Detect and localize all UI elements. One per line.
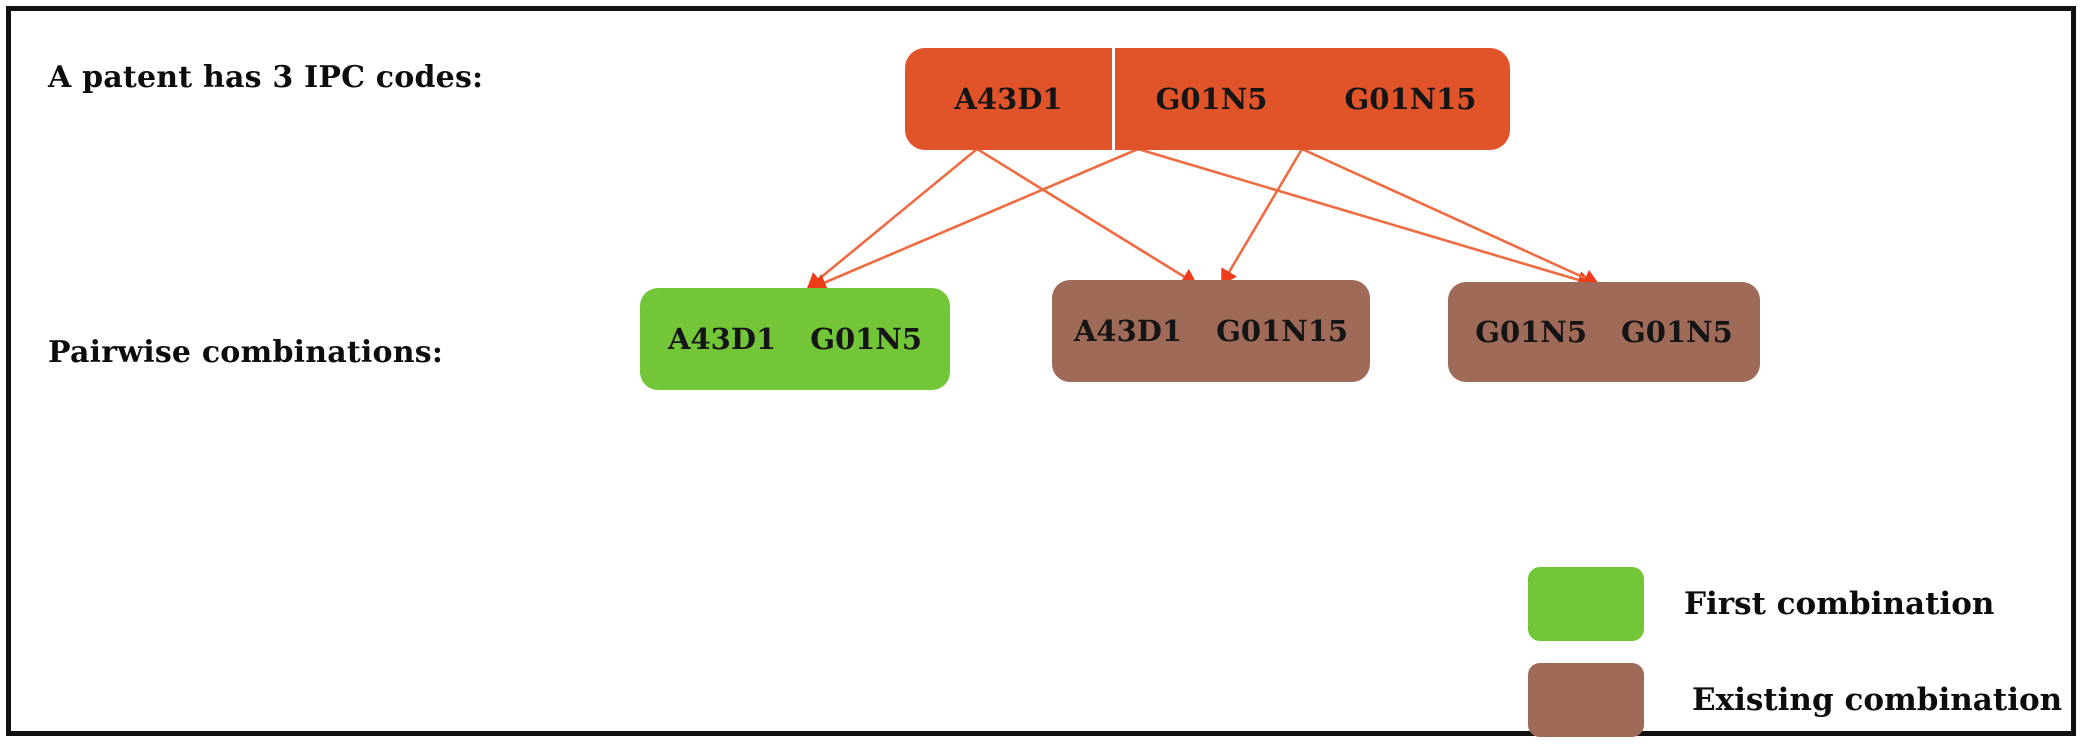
edge-g01n15-to-pair-a43d1-g01n15 [1220, 148, 1304, 286]
legend-item-existing-combination: Existing combination [1528, 652, 2062, 748]
pairwise-box-2-codes: G01N5 G01N5 [1448, 315, 1760, 349]
edge-g01n5-to-pair-g01n5-g01n5 [1137, 147, 1594, 289]
pairwise-box-existing-combination-2[interactable]: G01N5 G01N5 [1448, 282, 1760, 382]
pairwise-1-code-0: A43D1 [1073, 314, 1183, 348]
legend-swatch-first-combination [1528, 567, 1644, 641]
edge-group [806, 147, 1600, 291]
legend-label-existing-combination: Existing combination [1692, 682, 2063, 718]
edge-g01n15-to-pair-g01n5-g01n5 [1301, 147, 1600, 287]
edge-a43d1-to-pair-a43d1-g01n5 [806, 147, 978, 290]
source-box-patent-codes[interactable]: A43D1 G01N5 G01N15 [905, 48, 1510, 150]
source-code-0: A43D1 [954, 82, 1063, 116]
legend-item-first-combination: First combination [1528, 556, 2062, 652]
pairwise-0-code-1: G01N5 [810, 322, 922, 356]
source-segment-first: A43D1 [905, 48, 1112, 150]
caption-patent-ipc-codes: A patent has 3 IPC codes: [48, 60, 484, 95]
pairwise-box-1-codes: A43D1 G01N15 [1052, 314, 1370, 348]
pairwise-2-code-0: G01N5 [1475, 315, 1587, 349]
pairwise-box-first-combination[interactable]: A43D1 G01N5 [640, 288, 950, 390]
edge-a43d1-to-pair-a43d1-g01n15 [976, 147, 1198, 286]
pairwise-box-existing-combination-1[interactable]: A43D1 G01N15 [1052, 280, 1370, 382]
legend-swatch-existing-combination [1528, 663, 1644, 737]
edge-g01n5-to-pair-a43d1-g01n5 [810, 147, 1139, 291]
source-code-1: G01N5 [1155, 82, 1268, 116]
caption-pairwise-combinations: Pairwise combinations: [48, 335, 444, 370]
legend: First combination Existing combination [1528, 556, 2062, 748]
source-code-2: G01N15 [1344, 82, 1477, 116]
source-box-divider [1112, 48, 1115, 150]
pairwise-1-code-1: G01N15 [1216, 314, 1349, 348]
pairwise-0-code-0: A43D1 [668, 322, 777, 356]
source-segment-rest: G01N5 G01N15 [1112, 48, 1510, 150]
pairwise-box-0-codes: A43D1 G01N5 [640, 322, 950, 356]
pairwise-2-code-1: G01N5 [1621, 315, 1733, 349]
legend-label-first-combination: First combination [1684, 586, 1995, 622]
